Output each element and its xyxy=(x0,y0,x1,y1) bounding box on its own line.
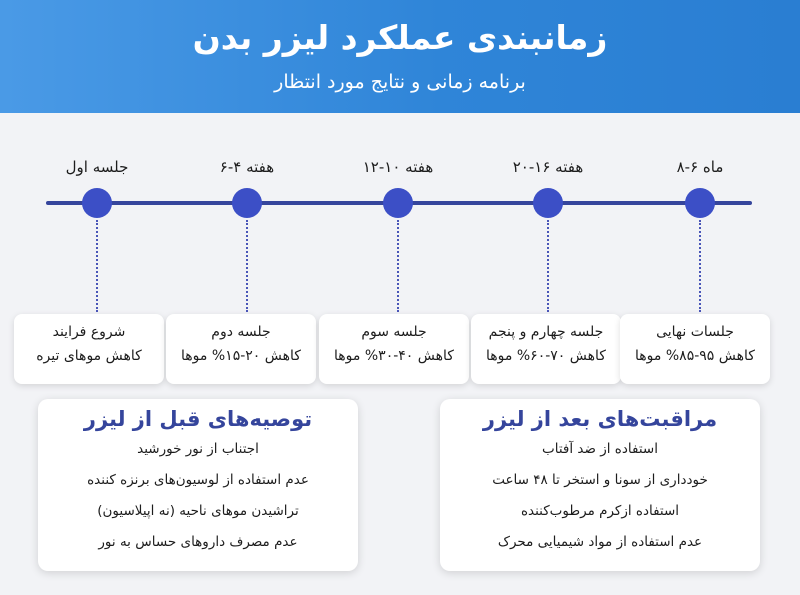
list-item: تراشیدن موهای ناحیه (نه اپیلاسیون) xyxy=(97,503,299,519)
dotted-connector xyxy=(699,220,701,312)
stage-title: جلسه سوم xyxy=(361,324,427,340)
stage-card: جلسات نهایی کاهش ۹۵-۸۵% موها xyxy=(620,314,770,384)
timeline-stage-4: هفته ۱۶-۲۰ جلسه چهارم و پنجم کاهش ۷۰-۶۰%… xyxy=(471,0,623,595)
dotted-connector xyxy=(96,220,98,312)
stage-result: کاهش ۹۵-۸۵% موها xyxy=(635,348,755,364)
stage-title: جلسات نهایی xyxy=(656,324,734,340)
stage-title: جلسه دوم xyxy=(211,324,271,340)
stage-title: جلسه چهارم و پنجم xyxy=(488,324,604,340)
timeline-dot xyxy=(685,188,715,218)
timeline-stage-5: ماه ۶-۸ جلسات نهایی کاهش ۹۵-۸۵% موها xyxy=(620,0,775,595)
page-title: زمانبندی عملکرد لیزر بدن xyxy=(192,18,608,57)
stage-time: هفته ۱۶-۲۰ xyxy=(512,158,584,176)
stage-card: جلسه چهارم و پنجم کاهش ۷۰-۶۰% موها xyxy=(471,314,621,384)
list-item: اجتناب از نور خورشید xyxy=(137,441,259,457)
stage-card: شروع فرایند کاهش موهای تیره xyxy=(14,314,164,384)
after-laser-panel: مراقبت‌های بعد از لیزر استفاده از ضد آفت… xyxy=(440,399,760,571)
stage-result: کاهش ۴۰-۳۰% موها xyxy=(334,348,454,364)
stage-card: جلسه سوم کاهش ۴۰-۳۰% موها xyxy=(319,314,469,384)
page-subtitle: برنامه زمانی و نتایج مورد انتظار xyxy=(274,71,526,93)
after-panel-title: مراقبت‌های بعد از لیزر xyxy=(482,407,718,431)
stage-time: ماه ۶-۸ xyxy=(676,158,724,176)
list-item: استفاده ازکرم مرطوب‌کننده xyxy=(520,503,680,519)
stage-card: جلسه دوم کاهش ۲۰-۱۵% موها xyxy=(166,314,316,384)
before-laser-panel: توصیه‌های قبل از لیزر اجتناب از نور خورش… xyxy=(38,399,358,571)
timeline-dot xyxy=(232,188,262,218)
dotted-connector xyxy=(547,220,549,312)
list-item: عدم استفاده از مواد شیمیایی محرک xyxy=(497,534,703,550)
list-item: استفاده از ضد آفتاب xyxy=(542,441,658,457)
timeline-dot xyxy=(533,188,563,218)
list-item: خودداری از سونا و استخر تا ۴۸ ساعت xyxy=(492,472,708,488)
stage-result: کاهش ۲۰-۱۵% موها xyxy=(181,348,301,364)
stage-time: جلسه اول xyxy=(65,158,129,176)
stage-result: کاهش ۷۰-۶۰% موها xyxy=(486,348,606,364)
timeline-dot xyxy=(383,188,413,218)
dotted-connector xyxy=(246,220,248,312)
timeline-stage-1: جلسه اول شروع فرایند کاهش موهای تیره xyxy=(14,0,172,595)
list-item: عدم مصرف داروهای حساس به نور xyxy=(98,534,298,550)
stage-result: کاهش موهای تیره xyxy=(36,348,142,364)
timeline-dot xyxy=(82,188,112,218)
list-item: عدم استفاده از لوسیون‌های برنزه کننده xyxy=(87,472,309,488)
before-panel-title: توصیه‌های قبل از لیزر xyxy=(83,407,313,431)
header-banner: زمانبندی عملکرد لیزر بدن برنامه زمانی و … xyxy=(0,0,800,113)
stage-time: هفته ۱۰-۱۲ xyxy=(362,158,434,176)
stage-time: هفته ۴-۶ xyxy=(219,158,275,176)
stage-title: شروع فرایند xyxy=(52,324,126,340)
dotted-connector xyxy=(397,220,399,312)
timeline-stage-2: هفته ۴-۶ جلسه دوم کاهش ۲۰-۱۵% موها xyxy=(166,0,322,595)
timeline-stage-3: هفته ۱۰-۱۲ جلسه سوم کاهش ۴۰-۳۰% موها xyxy=(319,0,473,595)
